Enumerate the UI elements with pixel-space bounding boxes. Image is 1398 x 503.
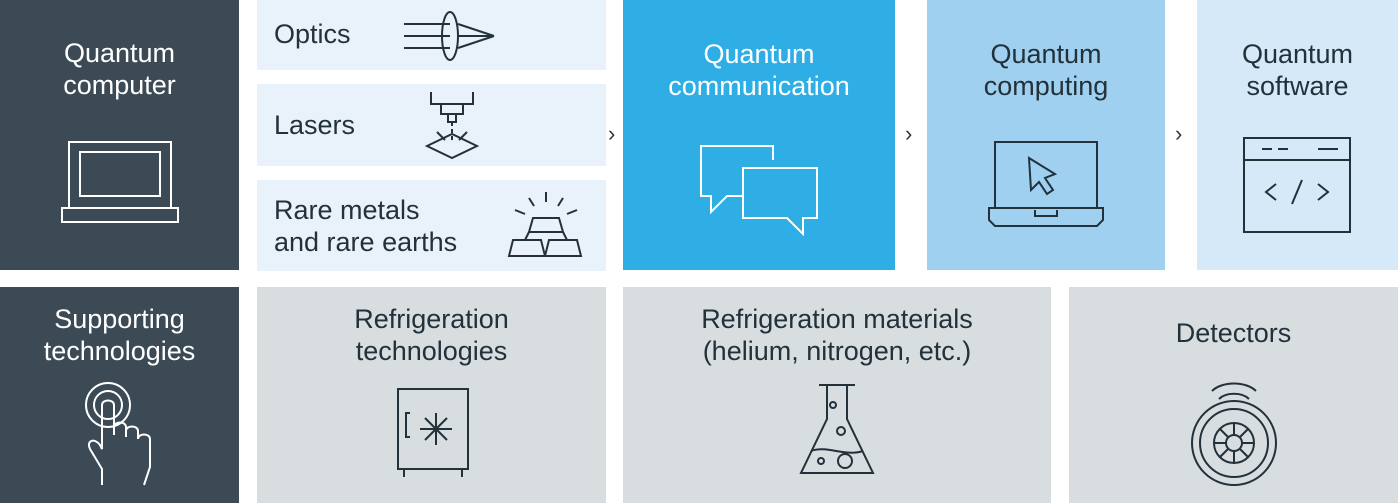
code-window-icon — [1242, 136, 1352, 234]
refrigeration-materials-box: Refrigeration materials (helium, nitroge… — [623, 287, 1051, 503]
arrow-to-computing: › — [905, 121, 913, 146]
supporting-technologies-label: Supporting technologies — [43, 304, 196, 366]
quantum-software-label: Quantum software — [1241, 39, 1354, 101]
quantum-communication-box: Quantum communication — [623, 0, 895, 270]
flask-icon — [797, 383, 877, 479]
component-rare-metals-label: Rare metals and rare earths — [274, 195, 458, 257]
quantum-computing-box: Quantum computing — [927, 0, 1165, 270]
detector-icon — [1189, 377, 1279, 487]
quantum-communication-label: Quantum communication — [668, 39, 850, 101]
refrigeration-technologies-label: Refrigeration technologies — [354, 304, 509, 366]
component-rare-metals: Rare metals and rare earths — [257, 180, 606, 271]
arrow-to-communication: › — [608, 121, 616, 146]
touch-hand-icon — [82, 377, 158, 491]
laptop-cursor-icon — [987, 140, 1105, 228]
metal-bars-icon — [501, 190, 591, 264]
component-optics-label: Optics — [274, 19, 351, 49]
refrigeration-technologies-box: Refrigeration technologies — [257, 287, 606, 503]
arrow-to-software: › — [1175, 121, 1183, 146]
component-lasers-label: Lasers — [274, 110, 356, 140]
component-lasers: Lasers — [257, 84, 606, 166]
quantum-computing-label: Quantum computing — [983, 39, 1109, 101]
detectors-label: Detectors — [1175, 318, 1292, 348]
freezer-icon — [396, 387, 470, 479]
lens-icon — [402, 8, 502, 64]
laser-icon — [417, 88, 487, 164]
quantum-computer-box: Quantum computer — [0, 0, 239, 270]
quantum-computer-label: Quantum computer — [63, 38, 176, 100]
quantum-software-box: Quantum software — [1197, 0, 1398, 270]
supporting-technologies-box: Supporting technologies — [0, 287, 239, 503]
refrigeration-materials-label: Refrigeration materials (helium, nitroge… — [701, 304, 973, 366]
detectors-box: Detectors — [1069, 287, 1398, 503]
chat-bubbles-icon — [697, 142, 821, 238]
laptop-icon — [60, 140, 180, 230]
component-optics: Optics — [257, 0, 606, 70]
